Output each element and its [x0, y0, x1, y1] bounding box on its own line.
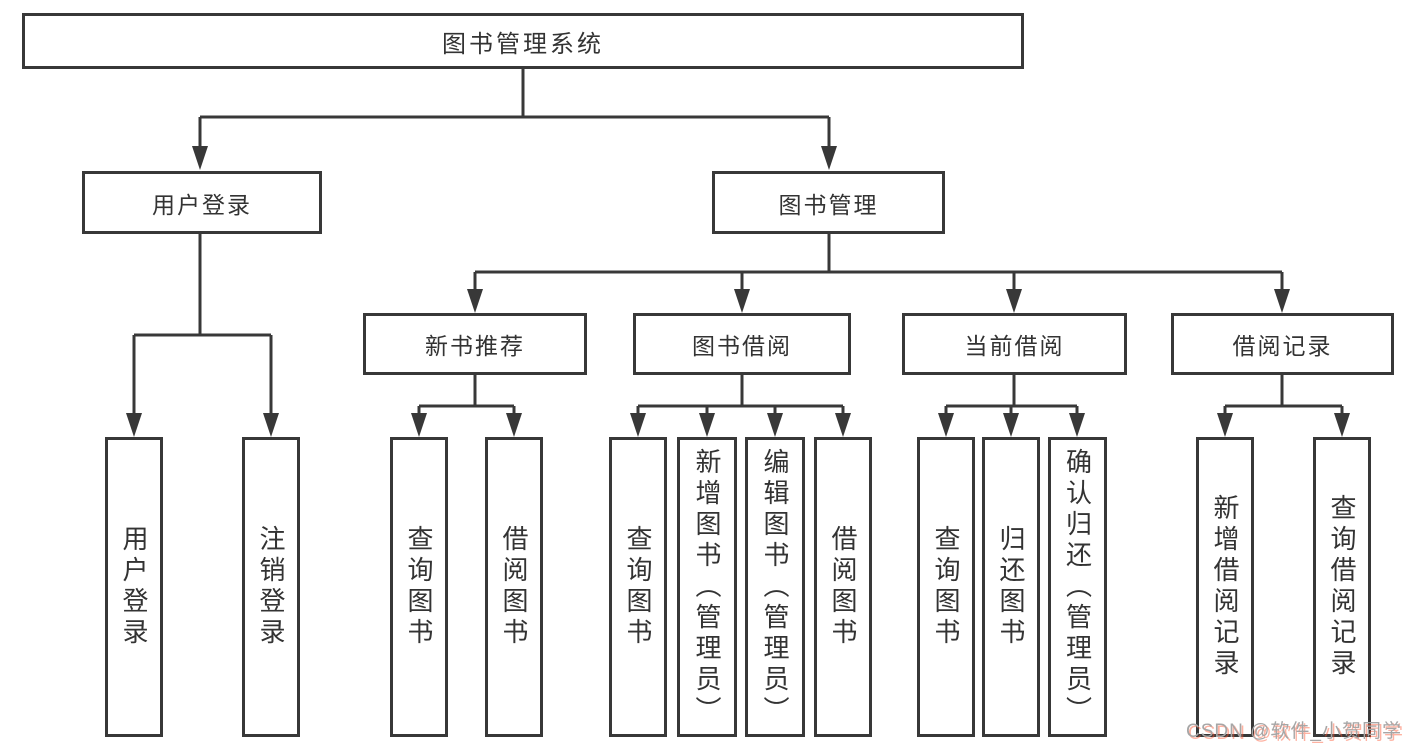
- edge-newbook-to-leaves: [417, 375, 516, 421]
- leaf-add-borrow-record: 新增借阅记录: [1196, 437, 1254, 737]
- edge-record-to-leaves: [1223, 375, 1344, 421]
- edge-borrow-to-leaves: [636, 375, 845, 421]
- leaf-borrow-books: 借阅图书: [814, 437, 872, 737]
- leaf-query-books-recommend: 查询图书: [390, 437, 448, 737]
- arrow-icon: [1274, 289, 1290, 313]
- arrow-icon: [1069, 413, 1085, 437]
- arrow-icon: [263, 413, 279, 437]
- node-borrow-record: 借阅记录: [1171, 313, 1394, 375]
- edge-userlogin-to-leaves: [132, 234, 273, 417]
- edge-bookmgmt-to-level3: [473, 234, 1284, 297]
- node-user-login: 用户登录: [82, 171, 322, 234]
- node-book-management: 图书管理: [712, 171, 945, 234]
- arrow-icon: [467, 289, 483, 313]
- arrow-icon: [767, 413, 783, 437]
- arrow-icon: [835, 413, 851, 437]
- leaf-query-borrow-record: 查询借阅记录: [1313, 437, 1371, 737]
- leaf-borrow-books-recommend: 借阅图书: [485, 437, 543, 737]
- arrow-icon: [1006, 289, 1022, 313]
- node-library-system-root: 图书管理系统: [22, 13, 1024, 69]
- connector-lines: [132, 69, 1344, 421]
- arrow-icon: [506, 413, 522, 437]
- arrow-icon: [734, 289, 750, 313]
- arrow-icon: [1334, 413, 1350, 437]
- arrow-icon: [1003, 413, 1019, 437]
- arrow-icon: [1217, 413, 1233, 437]
- node-current-borrow: 当前借阅: [902, 313, 1127, 375]
- leaf-edit-book-admin: 编辑图书（管理员）: [745, 437, 805, 737]
- arrow-icon: [630, 413, 646, 437]
- leaf-logout: 注销登录: [242, 437, 300, 737]
- arrow-icon: [192, 146, 208, 170]
- arrow-icon: [699, 413, 715, 437]
- node-book-borrow: 图书借阅: [633, 313, 851, 375]
- leaf-query-books-current: 查询图书: [917, 437, 975, 737]
- leaf-add-book-admin: 新增图书（管理员）: [677, 437, 737, 737]
- leaf-confirm-return-admin: 确认归还（管理员）: [1048, 437, 1107, 737]
- arrowheads: [126, 146, 1350, 437]
- leaf-user-login: 用户登录: [105, 437, 163, 737]
- arrow-icon: [126, 413, 142, 437]
- arrow-icon: [821, 146, 837, 170]
- arrow-icon: [411, 413, 427, 437]
- node-new-book-recommend: 新书推荐: [363, 313, 587, 375]
- leaf-query-books-borrow: 查询图书: [609, 437, 667, 737]
- leaf-return-books: 归还图书: [982, 437, 1040, 737]
- arrow-icon: [938, 413, 954, 437]
- edge-root-to-level2: [198, 69, 831, 150]
